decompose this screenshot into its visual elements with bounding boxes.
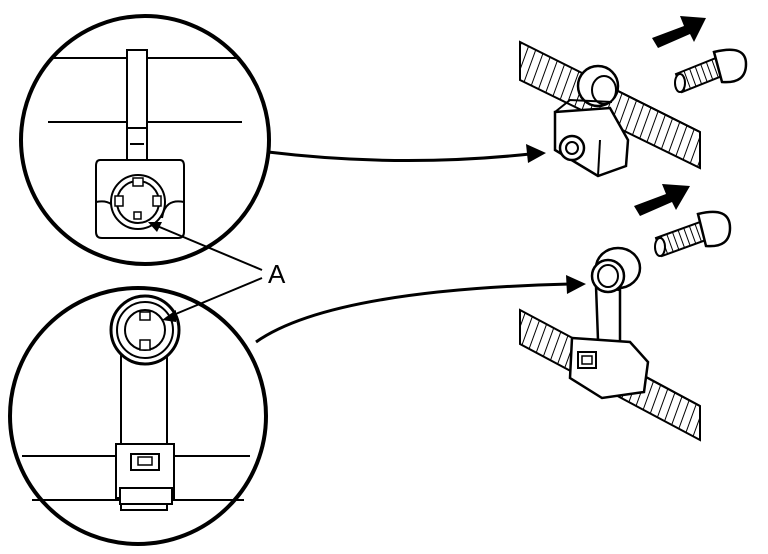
callout-label-a: A: [268, 259, 286, 289]
magnifier-circle-lower: [8, 286, 268, 546]
callout-lines: [148, 222, 263, 322]
screw-lower: [654, 210, 732, 258]
clamp-lower: [568, 246, 650, 400]
arrow-lower: [634, 184, 690, 216]
screw-upper: [674, 48, 748, 94]
connector-curves: [255, 144, 586, 344]
clamp-upper: [553, 64, 630, 178]
magnifier-circle-upper: [19, 14, 271, 266]
arrow-upper: [652, 16, 706, 48]
